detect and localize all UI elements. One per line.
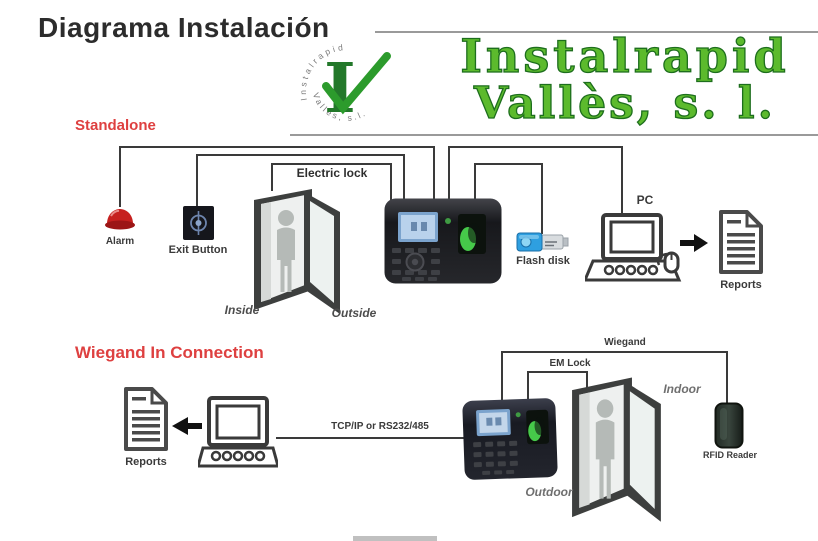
wire-wiegand-v1	[501, 351, 503, 404]
wiegand-heading: Wiegand In Connection	[75, 343, 264, 362]
wire-flash-v1	[474, 163, 476, 200]
laptop-icon	[198, 396, 278, 468]
bottom-crop-bar	[353, 536, 437, 541]
exit-button-icon	[183, 206, 214, 240]
wire-pc-h	[449, 146, 623, 148]
wire-exit-h	[197, 154, 405, 156]
wire-emlock-h	[528, 371, 588, 373]
wire-emlock-v1	[527, 371, 529, 404]
wire-pc-v1	[448, 146, 450, 200]
standalone-heading: Standalone	[75, 117, 156, 134]
wiegand-label: Wiegand	[604, 337, 646, 348]
alarm-label: Alarm	[105, 236, 135, 247]
wire-flash-h	[475, 163, 543, 165]
rfid-reader-icon	[714, 402, 744, 449]
arrow-right-icon	[680, 234, 708, 252]
header-rule-bottom	[290, 134, 818, 136]
alarm-icon	[105, 209, 135, 230]
wire-alarm-v2	[433, 146, 435, 200]
rfid-reader-label: RFID Reader	[702, 450, 757, 460]
fingerprint-terminal-icon	[384, 198, 502, 284]
pc-icon	[585, 213, 682, 282]
electric-lock-label: Electric lock	[296, 166, 368, 180]
wire-pc-v2	[621, 146, 623, 218]
tcp-connection-label: TCP/IP or RS232/485	[331, 421, 429, 432]
fingerprint-terminal-icon	[462, 398, 558, 480]
wire-emlock-v2	[586, 371, 588, 390]
wire-alarm-v1	[119, 146, 121, 207]
brand-logo-icon: Instalrapid Vallès, s.l. I	[298, 42, 391, 129]
brand-line1: Instalrapid	[460, 29, 790, 83]
arrow-left-icon	[172, 417, 202, 435]
door-open-icon	[572, 377, 661, 522]
pc-label: PC	[636, 193, 654, 207]
wire-electric-lock-v2	[390, 163, 392, 200]
indoor-label: Indoor	[663, 382, 701, 396]
flash-disk-icon	[516, 232, 569, 252]
door-open-icon	[254, 189, 340, 314]
brand-line2: Vallès, s. l.	[473, 77, 776, 129]
mouse-cable	[656, 252, 668, 266]
reports-document-icon	[719, 210, 763, 274]
outdoor-label: Outdoor	[525, 485, 573, 499]
inside-label: Inside	[224, 303, 260, 317]
wire-tcp-line	[276, 437, 464, 439]
logo-checkmark-icon	[322, 52, 391, 115]
wire-flash-v2	[541, 163, 543, 234]
wire-electric-lock-h	[272, 163, 392, 165]
wire-wiegand-h	[502, 351, 728, 353]
em-lock-label: EM Lock	[549, 358, 591, 369]
header-rule-top	[375, 31, 818, 33]
wire-exit-v1	[196, 154, 198, 206]
outside-label: Outside	[331, 306, 377, 320]
wire-wiegand-v2	[726, 351, 728, 404]
wire-alarm-h	[120, 146, 435, 148]
reports-label-wiegand: Reports	[125, 456, 167, 468]
brand-wordmark: Instalrapid Vallès, s. l.	[432, 29, 818, 129]
exit-button-label: Exit Button	[168, 244, 228, 256]
reports-document-icon	[124, 387, 168, 451]
wire-exit-v2	[403, 154, 405, 200]
reports-label-standalone: Reports	[720, 279, 762, 291]
page-title: Diagrama Instalación	[38, 12, 330, 43]
flash-disk-label: Flash disk	[516, 255, 570, 267]
wire-electric-lock-v1	[271, 163, 273, 191]
